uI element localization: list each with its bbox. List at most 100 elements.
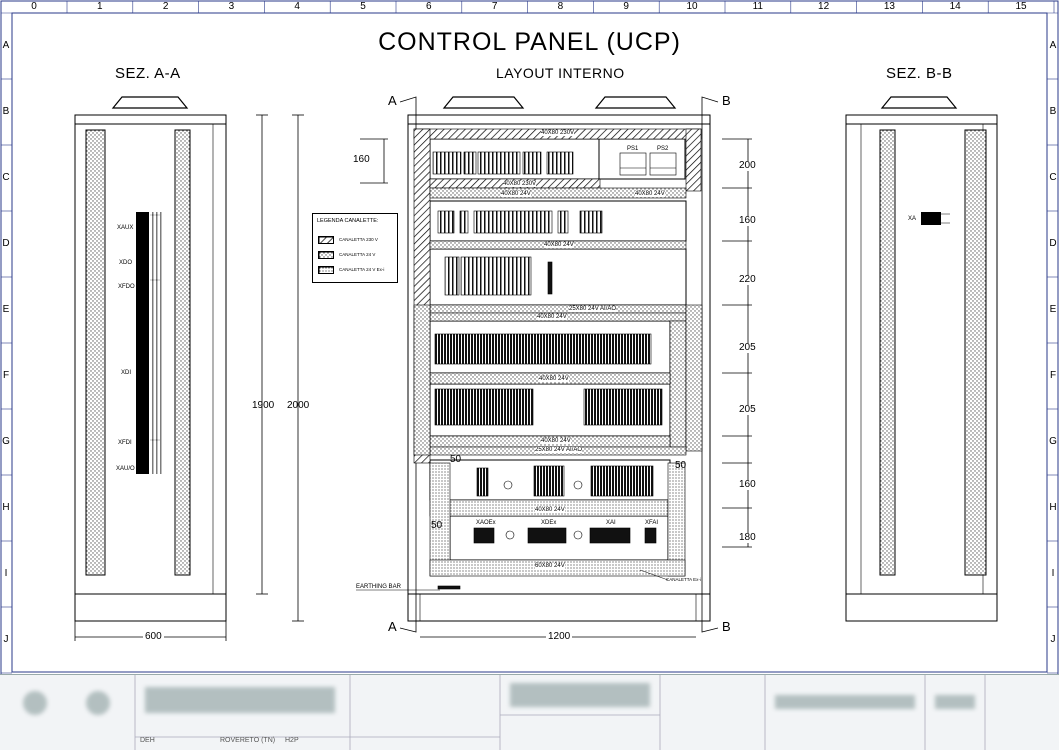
frame-column-label: 10 <box>686 1 698 12</box>
dim-width-600: 600 <box>143 631 164 642</box>
frame-row-label: I <box>4 568 8 579</box>
dim-corner-50-bottom: 50 <box>431 520 443 531</box>
frame-row-label: D <box>2 238 10 249</box>
dim-height-1900: 1900 <box>252 400 275 411</box>
section-aa-title: SEZ. A-A <box>115 65 181 82</box>
frame-column-label: 1 <box>97 1 103 12</box>
frame-ticks <box>1 1 1058 674</box>
frame-column-label: 0 <box>31 1 37 12</box>
duct-label-13: 60X80 24V <box>535 563 565 569</box>
label-xfdi: XFDI <box>118 440 132 446</box>
legend-item-24v-exi: CANALETTA 24 V Ex-i <box>318 266 394 274</box>
duct-label-2: 40X80 230V <box>503 181 537 187</box>
frame-row-label: F <box>2 370 10 381</box>
legend-item-230v: CANALETTA 230 V <box>318 236 394 244</box>
note-earthing-bar: EARTHING BAR <box>356 584 401 590</box>
component-ps1: PS1 <box>627 146 639 152</box>
component-xai: XAI <box>606 520 616 526</box>
cut-marker-b-top: B <box>722 93 731 108</box>
frame-row-label: B <box>2 106 10 117</box>
legend-header: LEGENDA CANALETTE: <box>317 218 379 224</box>
dim-row-205b: 205 <box>739 404 756 415</box>
frame-row-label: H <box>2 502 10 513</box>
legend-item-24v: CANALETTA 24 V <box>318 251 394 259</box>
frame-column-label: 8 <box>557 1 564 12</box>
label-xa: XA <box>908 216 917 222</box>
frame-row-label: F <box>1049 370 1057 381</box>
frame-row-label: E <box>2 304 10 315</box>
label-xau: XAU/O <box>116 466 135 472</box>
legend-swatch-hatch <box>318 236 334 244</box>
duct-label-1: 40X80 230V <box>541 130 575 136</box>
duct-label-6: 25X80 24V AI/AO <box>569 306 617 312</box>
dim-row-160b: 160 <box>739 479 756 490</box>
cut-marker-a-top: A <box>388 93 397 108</box>
frame-row-label: G <box>1049 436 1057 447</box>
frame-row-label: G <box>2 436 10 447</box>
title-block-cell-2: ROVERETO (TN) <box>220 737 276 744</box>
dim-row-200: 200 <box>739 160 756 171</box>
duct-label-4: 40X80 24V <box>635 191 665 197</box>
frame-row-label: A <box>2 40 10 51</box>
duct-label-9: 40X80 24V <box>541 438 571 444</box>
frame-row-label: A <box>1049 40 1057 51</box>
frame-row-label: H <box>1049 502 1057 513</box>
frame-column-label: 14 <box>949 1 961 12</box>
cut-marker-b-bottom: B <box>722 619 731 634</box>
frame-row-label: J <box>3 634 9 645</box>
title-block <box>0 674 1059 750</box>
frame-column-label: 5 <box>360 1 366 12</box>
section-aa-view <box>74 96 227 622</box>
cable-ducts <box>413 128 703 577</box>
title-block-grid <box>23 675 986 750</box>
frame-column-label: 13 <box>883 1 895 12</box>
dim-height-2000: 2000 <box>287 400 310 411</box>
frame-column-label: 15 <box>1015 1 1027 12</box>
terminal-comb-aa <box>150 212 164 474</box>
dim-row-205a: 205 <box>739 342 756 353</box>
duct-label-11: 40X80 24V <box>535 507 565 513</box>
legend-swatch-dots <box>318 251 334 259</box>
frame-column-label: 2 <box>162 1 169 12</box>
frame-row-label: D <box>1049 238 1057 249</box>
duct-legend: LEGENDA CANALETTE: CANALETTA 230 V CANAL… <box>312 213 398 283</box>
dim-row-160a: 160 <box>739 215 756 226</box>
cut-marker-a-bottom: A <box>388 619 397 634</box>
frame-row-label: I <box>1051 568 1055 579</box>
frame-row-label: J <box>1050 634 1056 645</box>
frame-column-label: 3 <box>228 1 235 12</box>
component-xfai: XFAI <box>645 520 659 526</box>
frame-column-label: 11 <box>752 1 763 12</box>
frame-row-label: C <box>1049 172 1057 183</box>
label-xdi: XDI <box>121 370 132 376</box>
label-xfdo: XFDO <box>118 284 135 290</box>
dim-row-220: 220 <box>739 274 756 285</box>
frame-column-label: 9 <box>623 1 629 12</box>
section-bb-title: SEZ. B-B <box>886 65 953 82</box>
frame-column-label: 7 <box>491 1 498 12</box>
dim-row-180: 180 <box>739 532 756 543</box>
frame-column-label: 4 <box>294 1 300 12</box>
component-ps2: PS2 <box>657 146 669 152</box>
dim-corner-50-right: 50 <box>675 460 687 471</box>
drawing-title: CONTROL PANEL (UCP) <box>378 28 681 56</box>
note-ex-duct: CANALETTA Ex-i <box>666 577 701 582</box>
duct-label-7: 40X80 24V <box>537 314 567 320</box>
title-block-cell-3: H2P <box>285 737 299 744</box>
layout-title: LAYOUT INTERNO <box>496 65 625 81</box>
duct-label-8: 40X80 24V <box>539 376 569 382</box>
component-blocks <box>356 151 677 591</box>
label-xaux: XAUX <box>117 225 134 231</box>
frame-column-label: 12 <box>818 1 830 12</box>
title-block-cell-1: DEH <box>140 737 155 744</box>
component-xaoex: XAOEx <box>476 520 496 526</box>
label-xdo: XDO <box>119 260 133 266</box>
frame-row-label: B <box>1049 106 1057 117</box>
dim-width-1200: 1200 <box>546 631 573 642</box>
frame-row-label: E <box>1049 304 1057 315</box>
duct-label-3: 40X80 24V <box>501 191 531 197</box>
frame-column-label: 6 <box>426 1 432 12</box>
dim-left-160: 160 <box>353 154 370 165</box>
